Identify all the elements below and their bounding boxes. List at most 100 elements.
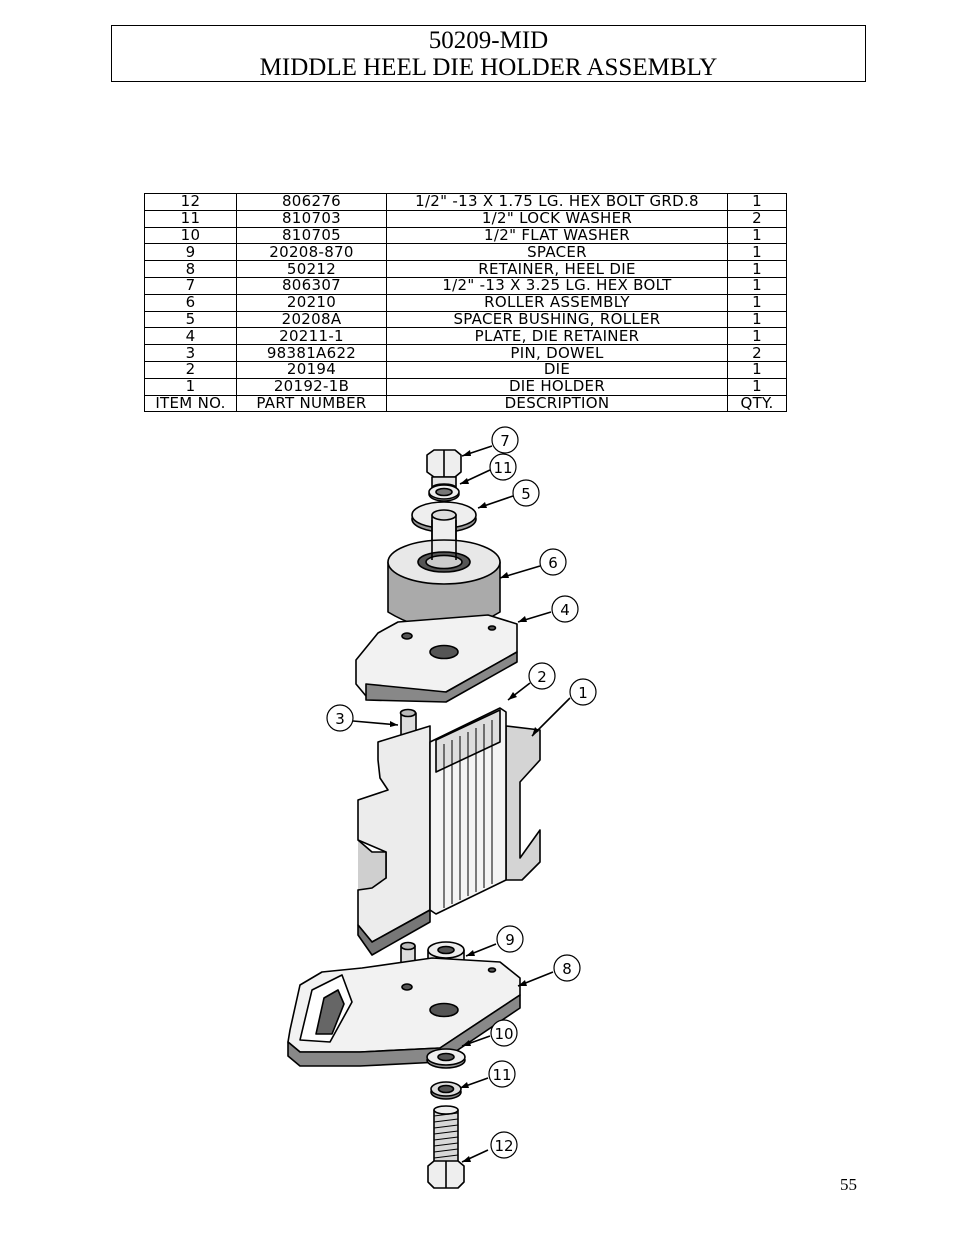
- item-no-cell: 9: [144, 243, 237, 262]
- lock-washer-upper: [428, 484, 460, 502]
- qty-cell: 1: [727, 193, 787, 211]
- description-header: DESCRIPTION: [386, 394, 728, 413]
- lock-washer-lower: [430, 1081, 462, 1100]
- table-row: 2 20194 DIE 1: [144, 360, 787, 379]
- callout-balloon-7: [491, 426, 519, 454]
- die-holder: [357, 725, 541, 956]
- qty-cell: 1: [727, 310, 787, 329]
- bill-of-materials-table: 12 806276 1/2" -13 X 1.75 LG. HEX BOLT G…: [144, 193, 787, 413]
- qty-cell: 1: [727, 226, 787, 245]
- table-row: 7 806307 1/2" -13 X 3.25 LG. HEX BOLT 1: [144, 276, 787, 295]
- qty-cell: 1: [727, 293, 787, 312]
- plate-die-retainer: [355, 614, 518, 703]
- qty-cell: 1: [727, 327, 787, 346]
- part-number-cell: 20211-1: [236, 327, 387, 346]
- part-number-cell: 50212: [236, 260, 387, 278]
- callout-balloon-5: [512, 479, 540, 507]
- callout-balloon-6: [539, 548, 567, 576]
- assembly-name-title: MIDDLE HEEL DIE HOLDER ASSEMBLY: [259, 54, 718, 81]
- item-no-cell: 7: [144, 276, 237, 295]
- description-cell: DIE: [386, 360, 728, 379]
- item-no-cell: 8: [144, 260, 237, 278]
- description-cell: ROLLER ASSEMBLY: [386, 293, 728, 312]
- callout-balloon-11-upper: [489, 453, 517, 481]
- callout-label-10: 10: [494, 1025, 513, 1043]
- callout-balloons: [326, 426, 597, 1159]
- table-row: 9 20208-870 SPACER 1: [144, 243, 787, 262]
- part-number-header: PART NUMBER: [236, 394, 387, 413]
- part-number-cell: 806307: [236, 276, 387, 295]
- item-no-cell: 1: [144, 377, 237, 396]
- description-cell: 1/2" FLAT WASHER: [386, 226, 728, 245]
- die: [429, 707, 507, 915]
- callout-arrowheads: [390, 450, 539, 1162]
- callout-label-5: 5: [521, 485, 531, 503]
- callout-label-9: 9: [505, 931, 515, 949]
- part-number-cell: 20192-1B: [236, 377, 387, 396]
- part-number-cell: 20194: [236, 360, 387, 379]
- callout-balloon-1: [569, 678, 597, 706]
- callout-balloon-4: [551, 595, 579, 623]
- page-number: 55: [840, 1175, 857, 1194]
- description-cell: DIE HOLDER: [386, 377, 728, 396]
- table-row: 5 20208A SPACER BUSHING, ROLLER 1: [144, 310, 787, 329]
- description-cell: PIN, DOWEL: [386, 344, 728, 362]
- part-number-title: 50209-MID: [428, 27, 549, 54]
- item-no-cell: 2: [144, 360, 237, 379]
- part-number-cell: 806276: [236, 193, 387, 211]
- table-row: 8 50212 RETAINER, HEEL DIE 1: [144, 260, 787, 278]
- table-header-row: ITEM NO. PART NUMBER DESCRIPTION QTY.: [144, 394, 787, 413]
- description-cell: 1/2" -13 X 1.75 LG. HEX BOLT GRD.8: [386, 193, 728, 211]
- qty-cell: 2: [727, 209, 787, 228]
- description-cell: 1/2" -13 X 3.25 LG. HEX BOLT: [386, 276, 728, 295]
- description-cell: SPACER BUSHING, ROLLER: [386, 310, 728, 329]
- qty-cell: 1: [727, 260, 787, 278]
- callout-balloon-2: [528, 662, 556, 690]
- callout-label-11-lower: 11: [492, 1066, 511, 1084]
- qty-cell: 1: [727, 243, 787, 262]
- part-number-cell: 810705: [236, 226, 387, 245]
- callout-label-8: 8: [562, 960, 572, 978]
- callout-label-12: 12: [494, 1137, 513, 1155]
- item-no-cell: 5: [144, 310, 237, 329]
- table-row: 4 20211-1 PLATE, DIE RETAINER 1: [144, 327, 787, 346]
- description-cell: PLATE, DIE RETAINER: [386, 327, 728, 346]
- part-number-cell: 810703: [236, 209, 387, 228]
- callout-label-7: 7: [500, 432, 510, 450]
- flat-washer: [426, 1048, 466, 1069]
- item-no-header: ITEM NO.: [144, 394, 237, 413]
- callout-labels: 7 11 5 6 4 2 1 3 9 8 10 11 12: [335, 432, 588, 1155]
- part-number-cell: 98381A622: [236, 344, 387, 362]
- description-cell: 1/2" LOCK WASHER: [386, 209, 728, 228]
- callout-balloon-3: [326, 704, 354, 732]
- part-number-cell: 20210: [236, 293, 387, 312]
- callout-label-2: 2: [537, 668, 547, 686]
- part-number-cell: 20208-870: [236, 243, 387, 262]
- table-row: 6 20210 ROLLER ASSEMBLY 1: [144, 293, 787, 312]
- item-no-cell: 4: [144, 327, 237, 346]
- description-cell: RETAINER, HEEL DIE: [386, 260, 728, 278]
- part-number-cell: 20208A: [236, 310, 387, 329]
- item-no-cell: 11: [144, 209, 237, 228]
- description-cell: SPACER: [386, 243, 728, 262]
- callout-label-1: 1: [578, 684, 588, 702]
- callout-label-11-upper: 11: [493, 459, 512, 477]
- callout-balloon-10: [490, 1019, 518, 1047]
- table-row: 10 810705 1/2" FLAT WASHER 1: [144, 226, 787, 245]
- qty-cell: 1: [727, 276, 787, 295]
- callout-balloon-11-lower: [488, 1060, 516, 1088]
- item-no-cell: 10: [144, 226, 237, 245]
- qty-cell: 2: [727, 344, 787, 362]
- qty-header: QTY.: [727, 394, 787, 413]
- table-row: 12 806276 1/2" -13 X 1.75 LG. HEX BOLT G…: [144, 193, 787, 211]
- callout-label-3: 3: [335, 710, 345, 728]
- item-no-cell: 3: [144, 344, 237, 362]
- table-row: 3 98381A622 PIN, DOWEL 2: [144, 344, 787, 362]
- table-row: 1 20192-1B DIE HOLDER 1: [144, 377, 787, 396]
- table-row: 11 810703 1/2" LOCK WASHER 2: [144, 209, 787, 228]
- callout-label-6: 6: [548, 554, 558, 572]
- item-no-cell: 12: [144, 193, 237, 211]
- exploded-assembly-drawing: 7 11 5 6 4 2 1 3 9 8 10 11 12: [287, 426, 597, 1189]
- item-no-cell: 6: [144, 293, 237, 312]
- qty-cell: 1: [727, 360, 787, 379]
